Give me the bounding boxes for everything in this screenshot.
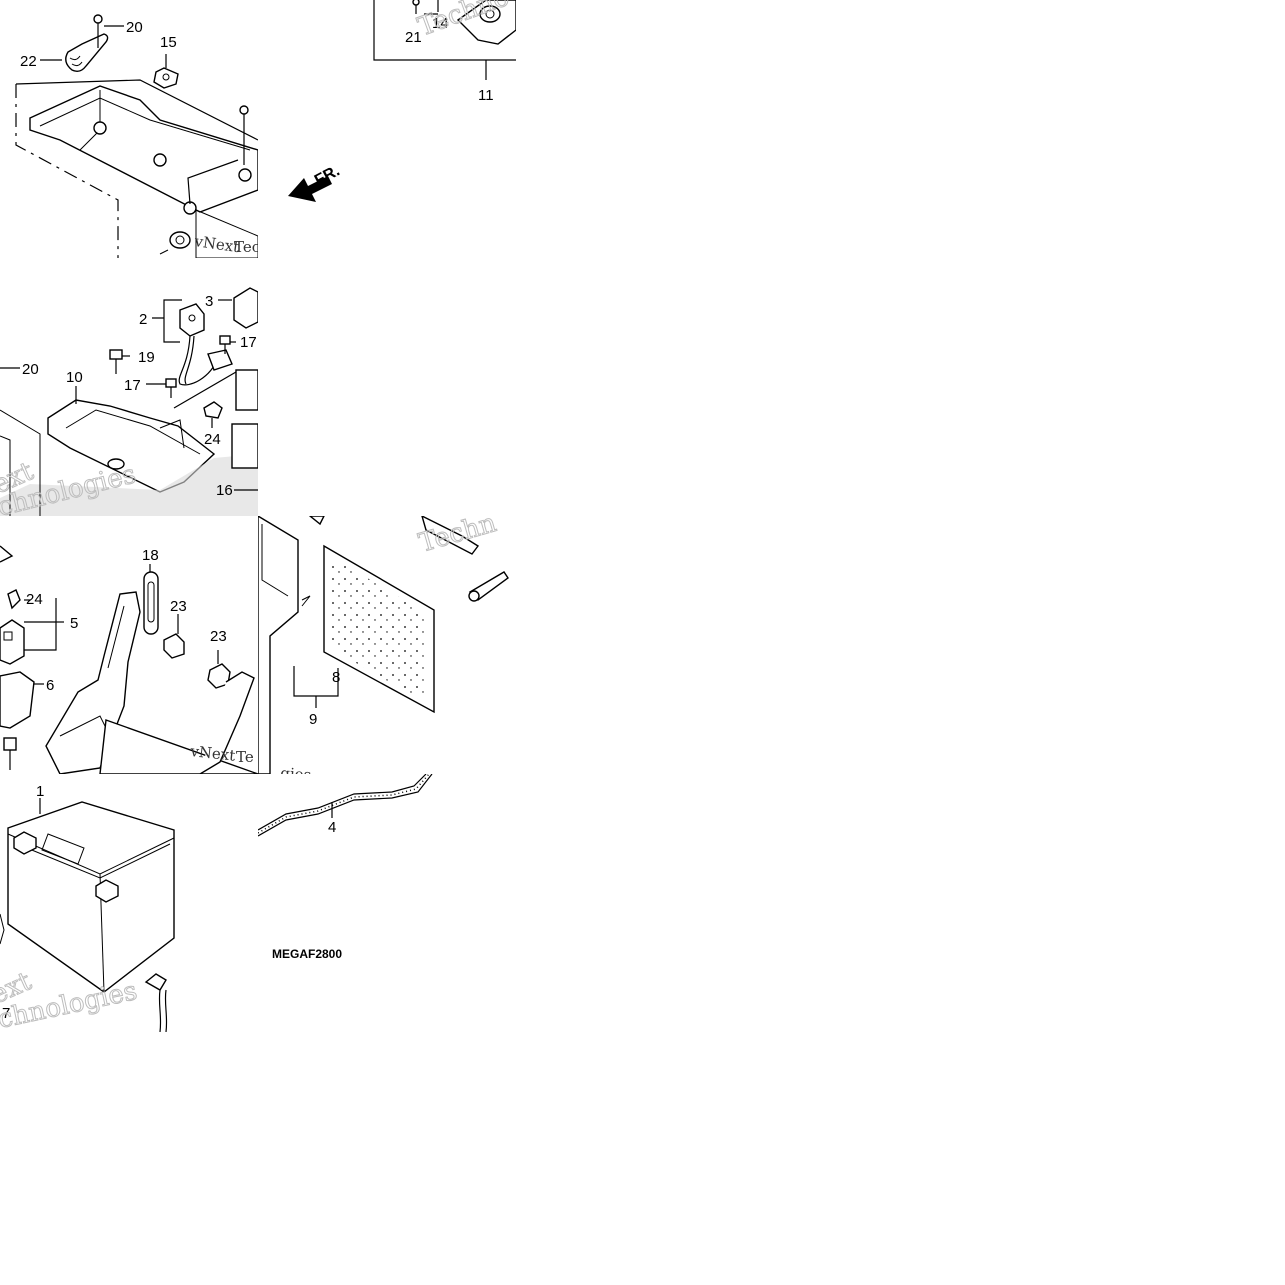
callout-14: 14 [432,15,449,32]
diagram-tile-front-marker: 21 14 11 Techno FR. [258,0,516,258]
callout-7: 7 [2,1005,10,1022]
part-relay-cover-6 [0,671,35,729]
callout-22: 22 [20,53,37,70]
callout-4: 4 [328,819,336,836]
part-battery-box-9 [258,516,311,774]
callout-1: 1 [36,783,44,800]
diagram-tile-battery-box: 8 9 Techn gies [258,516,516,774]
assembly-boundary-line [15,84,119,258]
callout-21: 21 [405,29,422,46]
callout-11: 11 [478,87,494,104]
part-bracket-right [421,516,509,602]
frame-edge-lower [0,913,5,945]
diagram-code: MEGAF2800 [272,947,342,961]
watermark-fragment-te: Te [236,748,254,766]
part-screw-20 [93,14,103,48]
callout-3: 3 [205,293,213,310]
callout-8: 8 [332,669,340,686]
callout-15: 15 [160,34,177,51]
part-bolt-19 [109,349,123,374]
callout-18: 18 [142,547,159,564]
part-box-top [456,0,516,45]
part-plate-8 [323,544,435,714]
part-battery-cover [29,85,258,215]
part-band-18 [143,571,159,635]
part-battery-1 [7,801,175,993]
callout-9: 9 [309,711,317,728]
callout-5: 5 [70,615,78,632]
callout-16: 16 [216,482,233,499]
front-direction-arrow: FR. [288,162,343,202]
part-relay [231,369,258,469]
part-relay-5 [0,619,25,665]
diagram-tile-holder-bracket: 24 5 6 18 23 23 vNext Te [0,516,258,774]
part-clip-24b [7,589,21,610]
diagram-tile-battery-tray: 3 2 19 17 17 20 10 24 16 ext chnologies [0,258,258,516]
diagram-tile-cable: 4 MEGAF2800 [258,774,516,1032]
part-cable-7 [144,973,168,1032]
part-clip-24a [203,401,223,419]
part-terminal-cover-3 [233,287,258,329]
part-tray-10 [0,399,258,516]
part-clamp-22 [65,33,109,73]
callout-24a: 24 [204,431,221,448]
callout-20: 20 [126,19,143,36]
part-bolt-lower [3,737,17,770]
part-screw-right [239,105,249,130]
diagram-tile-battery-cover: 20 22 15 vNext Tec [0,0,258,258]
part-bolt-17a [219,335,231,354]
assembly-boundary-right [373,0,516,61]
callout-2: 2 [139,311,147,328]
part-cable-4 [258,774,433,837]
callout-17b: 17 [124,377,141,394]
part-cable-2 [178,303,233,386]
part-bolt-23a [163,622,185,659]
watermark-brand-2: vNext [189,742,237,765]
callout-20b: 20 [22,361,39,378]
watermark-fragment-tec: Tec [234,238,258,256]
part-edge-piece [0,545,14,563]
diagram-tile-battery: 1 7 ext chnologies [0,774,258,1032]
part-box-edge [195,209,258,258]
callout-10: 10 [66,369,83,386]
frame-edge-left [0,409,41,516]
watermark-fragment-gies: gies [280,764,312,774]
callout-23a: 23 [170,598,187,615]
callout-19: 19 [138,349,155,366]
part-nut-15 [153,67,179,89]
callout-17a: 17 [240,334,257,351]
assembly-boundary-top [15,79,258,141]
callout-6: 6 [46,677,54,694]
part-bolt-17b [165,378,177,398]
callout-24b: 24 [26,591,43,608]
part-grommet [159,231,191,255]
callout-23b: 23 [210,628,227,645]
